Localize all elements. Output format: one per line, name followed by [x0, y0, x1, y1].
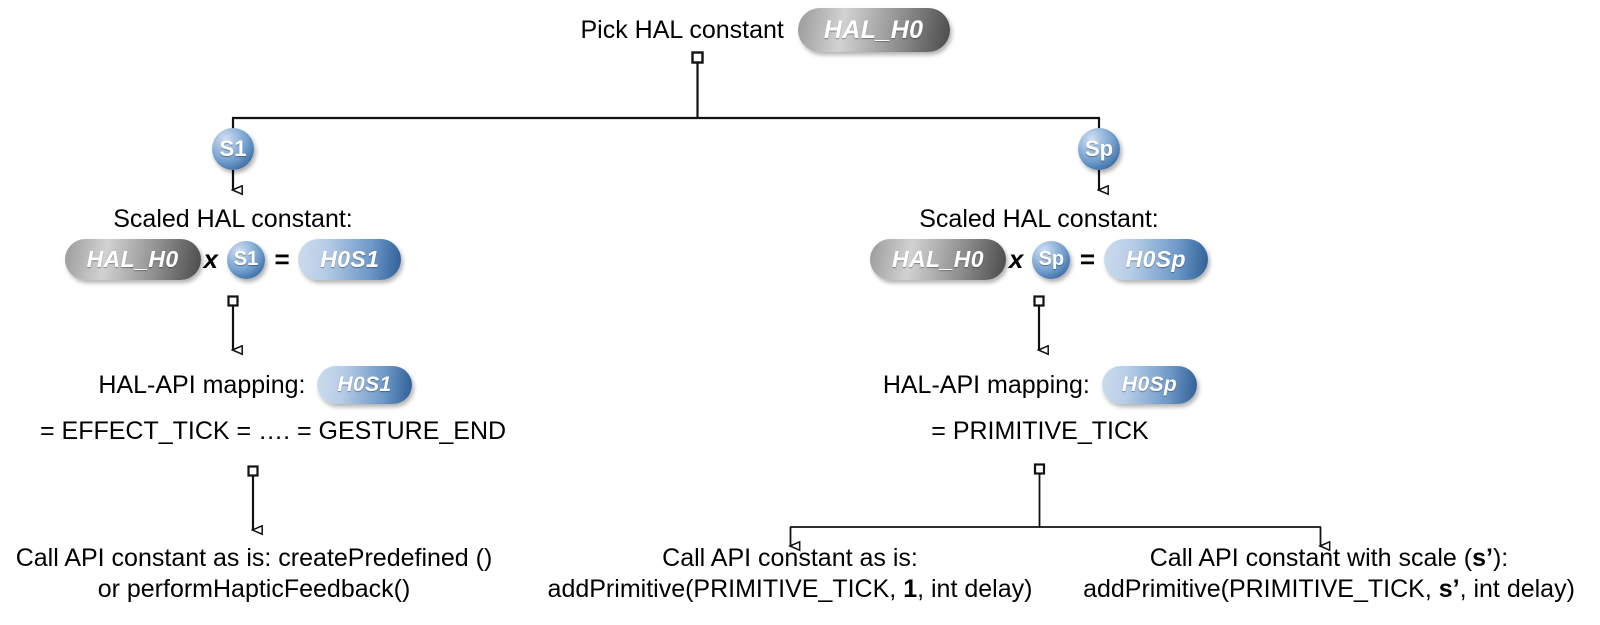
- scaled-right-block: Scaled HAL constant: HAL_H0 x Sp = H0Sp: [864, 204, 1214, 280]
- leaf-middle-line2: addPrimitive(PRIMITIVE_TICK, 1, int dela…: [525, 574, 1055, 605]
- leaf-right-block: Call API constant with scale (s’): addPr…: [1058, 543, 1600, 605]
- scaled-left-block: Scaled HAL constant: HAL_H0 x S1 = H0S1: [58, 204, 408, 280]
- leaf-left-block: Call API constant as is: createPredefine…: [0, 543, 508, 605]
- mapping-left-expansion: = EFFECT_TICK = …. = GESTURE_END: [40, 417, 507, 445]
- scaled-left-caption: Scaled HAL constant:: [113, 205, 353, 233]
- root-node-label: Pick HAL constant: [580, 15, 784, 44]
- scaled-left-equation: HAL_H0 x S1 = H0S1: [58, 239, 408, 280]
- branch-sphere-sp[interactable]: Sp: [1078, 128, 1120, 170]
- leaf-middle-line1: Call API constant as is:: [662, 544, 918, 572]
- pill-hal-h0-left[interactable]: HAL_H0: [64, 239, 201, 280]
- connector-square-top: [691, 51, 704, 64]
- leaf-right-line2-pre: addPrimitive(PRIMITIVE_TICK,: [1083, 575, 1439, 603]
- branch-sphere-s1[interactable]: S1: [212, 128, 254, 170]
- root-node: Pick HAL constant HAL_H0: [530, 8, 1000, 52]
- mapping-right-expansion: = PRIMITIVE_TICK: [931, 417, 1149, 445]
- pill-h0s1-mapping[interactable]: H0S1: [317, 366, 412, 404]
- scaled-right-equation: HAL_H0 x Sp = H0Sp: [864, 239, 1214, 280]
- leaf-right-line2: addPrimitive(PRIMITIVE_TICK, s’, int del…: [1058, 574, 1600, 605]
- operator-equals-left: =: [274, 244, 290, 274]
- pill-h0sp-mapping[interactable]: H0Sp: [1101, 366, 1198, 404]
- sphere-s1-left[interactable]: S1: [227, 240, 265, 279]
- leaf-right-line1-post: ):: [1492, 544, 1509, 572]
- leaf-middle-line2-arg: 1: [903, 575, 918, 603]
- operator-times-left: x: [203, 244, 218, 274]
- connector-square-right-mid: [1033, 295, 1045, 307]
- mapping-right-caption: HAL-API mapping:: [882, 370, 1090, 399]
- mapping-left-head: HAL-API mapping: H0S1: [40, 366, 470, 404]
- mapping-right-head: HAL-API mapping: H0Sp: [860, 366, 1220, 404]
- pill-h0sp-result[interactable]: H0Sp: [1103, 239, 1208, 280]
- connector-square-right-low: [1033, 463, 1046, 475]
- leaf-right-line1-arg: s’: [1472, 544, 1493, 572]
- leaf-middle-block: Call API constant as is: addPrimitive(PR…: [525, 543, 1055, 605]
- sphere-sp-right[interactable]: Sp: [1032, 240, 1071, 279]
- mapping-right-block: HAL-API mapping: H0Sp = PRIMITIVE_TICK: [860, 366, 1220, 447]
- scaled-right-caption: Scaled HAL constant:: [919, 205, 1159, 233]
- leaf-right-line1: Call API constant with scale (s’):: [1058, 543, 1600, 574]
- connector-square-left-mid: [227, 295, 239, 307]
- connector-square-left-low: [247, 465, 259, 477]
- branch-sphere-sp-label: Sp: [1078, 128, 1120, 170]
- leaf-right-line2-post: , int delay): [1459, 575, 1575, 603]
- mapping-left-block: HAL-API mapping: H0S1 = EFFECT_TICK = ….…: [40, 366, 507, 447]
- mapping-left-caption: HAL-API mapping:: [98, 370, 306, 399]
- operator-equals-right: =: [1079, 244, 1095, 274]
- pill-hal-h0-right[interactable]: HAL_H0: [870, 239, 1006, 280]
- pill-h0s1-result[interactable]: H0S1: [298, 239, 402, 280]
- leaf-middle-line2-post: , int delay): [917, 575, 1033, 603]
- leaf-right-line1-pre: Call API constant with scale (: [1149, 544, 1473, 572]
- branch-sphere-s1-label: S1: [212, 128, 254, 170]
- leaf-left-line2: or performHapticFeedback(): [97, 575, 411, 603]
- leaf-left-line1: Call API constant as is: createPredefine…: [15, 544, 493, 572]
- leaf-right-line2-arg: s’: [1438, 575, 1460, 603]
- leaf-middle-line2-pre: addPrimitive(PRIMITIVE_TICK,: [547, 575, 904, 603]
- operator-times-right: x: [1008, 244, 1024, 274]
- pill-hal-h0-root[interactable]: HAL_H0: [797, 8, 950, 52]
